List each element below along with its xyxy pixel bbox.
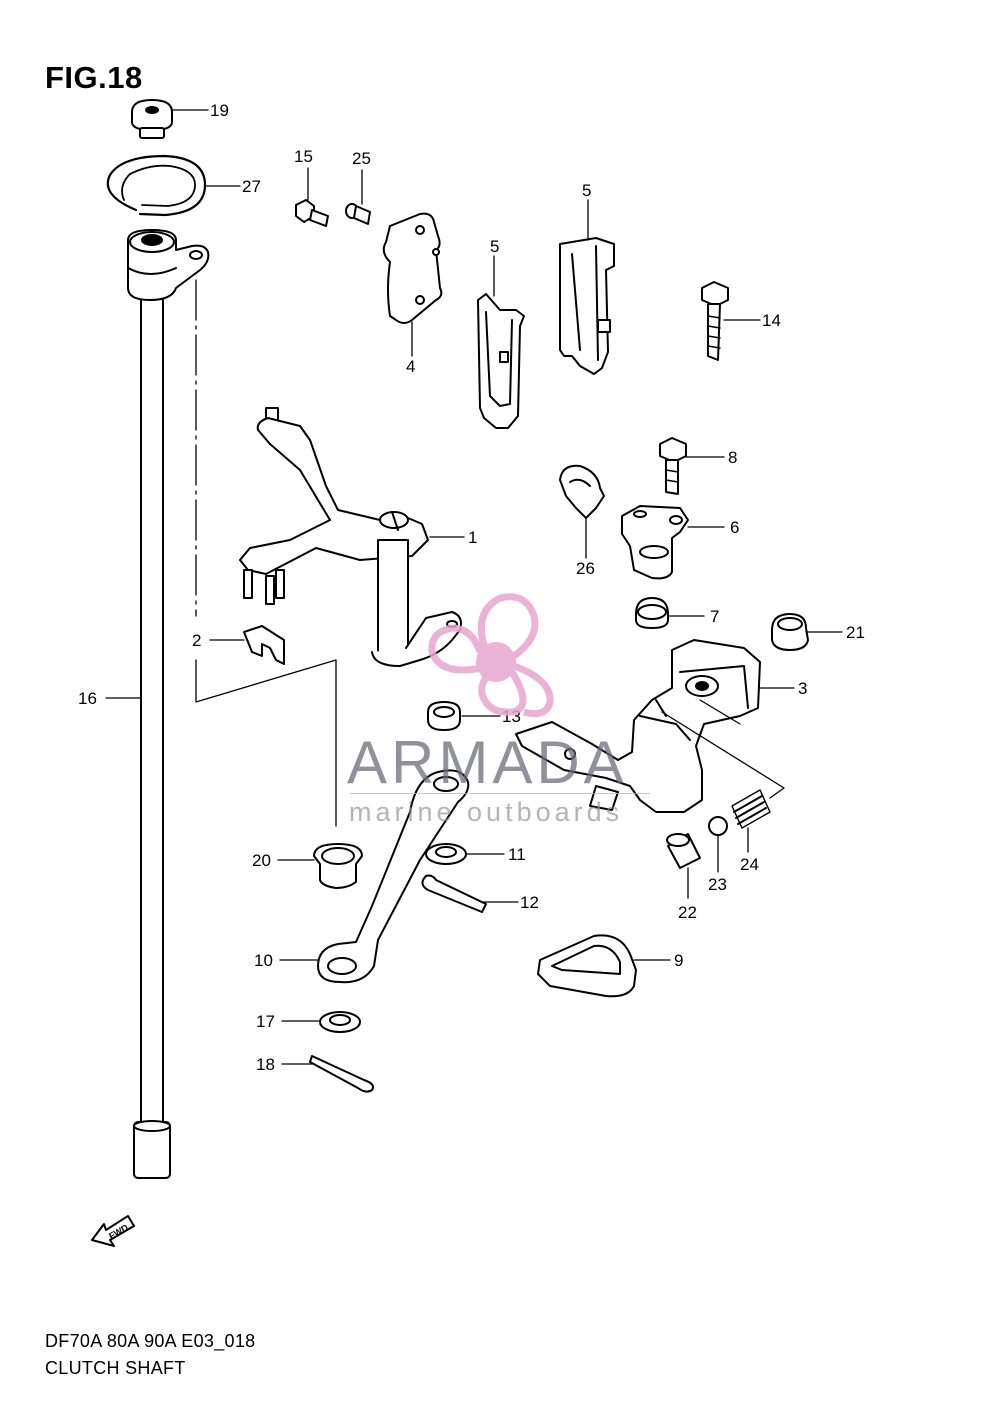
- part-14-bolt: [701, 281, 729, 361]
- callout-5a: 5: [490, 237, 499, 256]
- part-26-clip: [559, 464, 605, 519]
- part-10-link-arm: [317, 769, 470, 984]
- part-16-clutch-rod: [127, 229, 210, 1179]
- callout-18: 18: [256, 1055, 275, 1074]
- callout-21: 21: [846, 623, 865, 642]
- callout-16: 16: [78, 689, 97, 708]
- callout-27: 27: [242, 177, 261, 196]
- part-20-bushing: [313, 843, 363, 889]
- part-24-spring: [731, 789, 771, 829]
- callout-14: 14: [762, 311, 781, 330]
- callout-4: 4: [406, 357, 415, 376]
- part-22-pin: [666, 833, 701, 869]
- part-9-boot: [537, 934, 637, 998]
- part-21-plug: [771, 613, 809, 651]
- callout-26: 26: [576, 559, 595, 578]
- leader-lines: [105, 109, 843, 1065]
- armada-propeller-logo: [428, 593, 554, 718]
- fwd-arrow-icon: [91, 1215, 135, 1247]
- part-12-cotter-pin: [421, 874, 487, 913]
- part-3-cam-housing: [515, 639, 761, 813]
- part-11-washer: [425, 843, 467, 865]
- callout-15: 15: [294, 147, 313, 166]
- part-4-plate: [382, 212, 443, 324]
- watermark-divider: [350, 793, 650, 794]
- part-17-washer: [319, 1011, 361, 1033]
- callout-17: 17: [256, 1012, 275, 1031]
- part-2-clip: [243, 625, 285, 665]
- callout-2: 2: [192, 631, 201, 650]
- callout-8: 8: [728, 448, 737, 467]
- callout-3: 3: [798, 679, 807, 698]
- callout-10: 10: [254, 951, 273, 970]
- part-5-clamp-small: [477, 293, 525, 429]
- part-19-plug: [131, 99, 173, 139]
- callout-24: 24: [740, 855, 759, 874]
- callout-labels: 19 27 15 25 4 5 5 14 8 6 1 26 7 21 3 13 …: [78, 101, 865, 1241]
- part-7-bushing: [635, 597, 669, 629]
- figure-code: DF70A 80A 90A E03_018: [45, 1331, 256, 1351]
- figure-title: FIG.18: [45, 60, 143, 95]
- callout-23: 23: [708, 875, 727, 894]
- watermark-tagline: marine outboards: [349, 797, 624, 827]
- callout-1: 1: [468, 528, 477, 547]
- part-13-bushing: [427, 701, 461, 731]
- callout-19: 19: [210, 101, 229, 120]
- part-6-bracket: [621, 505, 689, 580]
- part-25-grease-nipple: [345, 203, 371, 225]
- part-5-clamp-large: [559, 237, 615, 375]
- callout-20: 20: [252, 851, 271, 870]
- callout-25: 25: [352, 149, 371, 168]
- callout-12: 12: [520, 893, 539, 912]
- part-8-bolt: [659, 437, 687, 495]
- callout-11: 11: [508, 845, 526, 864]
- figure-name: CLUTCH SHAFT: [45, 1358, 186, 1378]
- callout-6: 6: [730, 518, 739, 537]
- part-27-circlip: [106, 154, 207, 217]
- part-18-cotter-pin: [309, 1055, 374, 1093]
- watermark-brand: ARMADA: [347, 729, 628, 796]
- callout-7: 7: [710, 607, 719, 626]
- callout-5b: 5: [582, 181, 591, 200]
- part-1-shift-shaft: [239, 407, 462, 667]
- part-15-bolt: [295, 199, 329, 227]
- part-23-ball: [708, 816, 728, 836]
- callout-22: 22: [678, 903, 697, 922]
- callout-9: 9: [674, 951, 683, 970]
